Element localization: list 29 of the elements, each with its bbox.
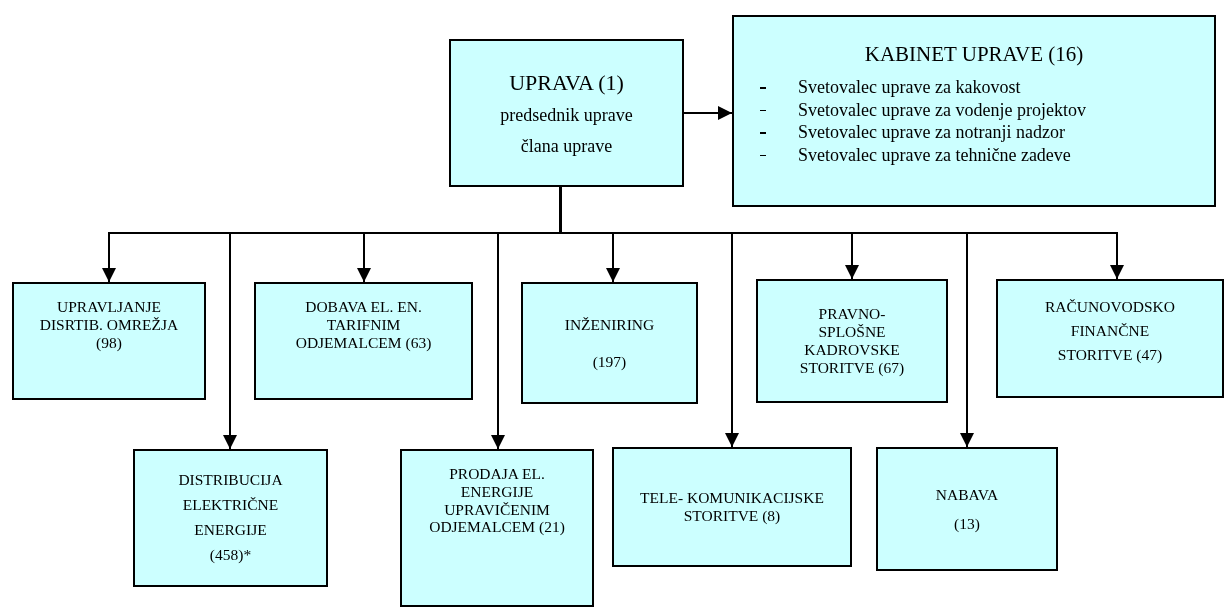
list-item: Svetovalec uprave za tehnične zadeve [752,143,1214,167]
box-subtitle: predsednik uprave [500,104,633,126]
box-title: NABAVA (13) [934,484,1000,534]
list-item: Svetovalec uprave za notranji nadzor [752,121,1214,144]
box-title: UPRAVLJANJE DISRTIB. OMREŽJA (98) [38,298,180,352]
department-box [996,279,1224,398]
box-title: DISTRIBUCIJA ELEKTRIČNE ENERGIJE (458)* [177,470,284,565]
box-subtitle: člana uprave [520,135,613,157]
department-box [400,449,594,607]
arrow [683,106,733,120]
cabinet-box [732,15,1216,207]
department-box [521,282,698,404]
department-box [12,282,206,400]
department-box [133,449,328,587]
box-title: UPRAVA (1) [509,69,624,95]
department-box [756,279,948,403]
management-box [449,39,684,187]
list-item: Svetovalec uprave za vodenje projektov [752,98,1214,122]
list-item: Svetovalec uprave za kakovost [752,76,1214,99]
box-title: PRODAJA EL. ENERGIJE UPRAVIČENIM ODJEMALCEM (21) [428,465,566,537]
department-box [876,447,1058,571]
box-title: RAČUNOVODSKO FINANČNE STORITVE (47) [1043,297,1176,366]
department-box [254,282,473,400]
box-title: DOBAVA EL. EN. TARIFNIM ODJEMALCEM (63) [294,298,433,352]
box-title: INŽENIRING (197) [563,314,656,372]
box-title: KABINET UPRAVE (16) [864,41,1084,67]
box-title: PRAVNO- SPLOŠNE KADROVSKE STORITVE (67) [798,305,906,377]
box-title: TELE- KOMUNIKACIJSKE STORITVE (8) [640,489,824,525]
department-box [612,447,852,567]
